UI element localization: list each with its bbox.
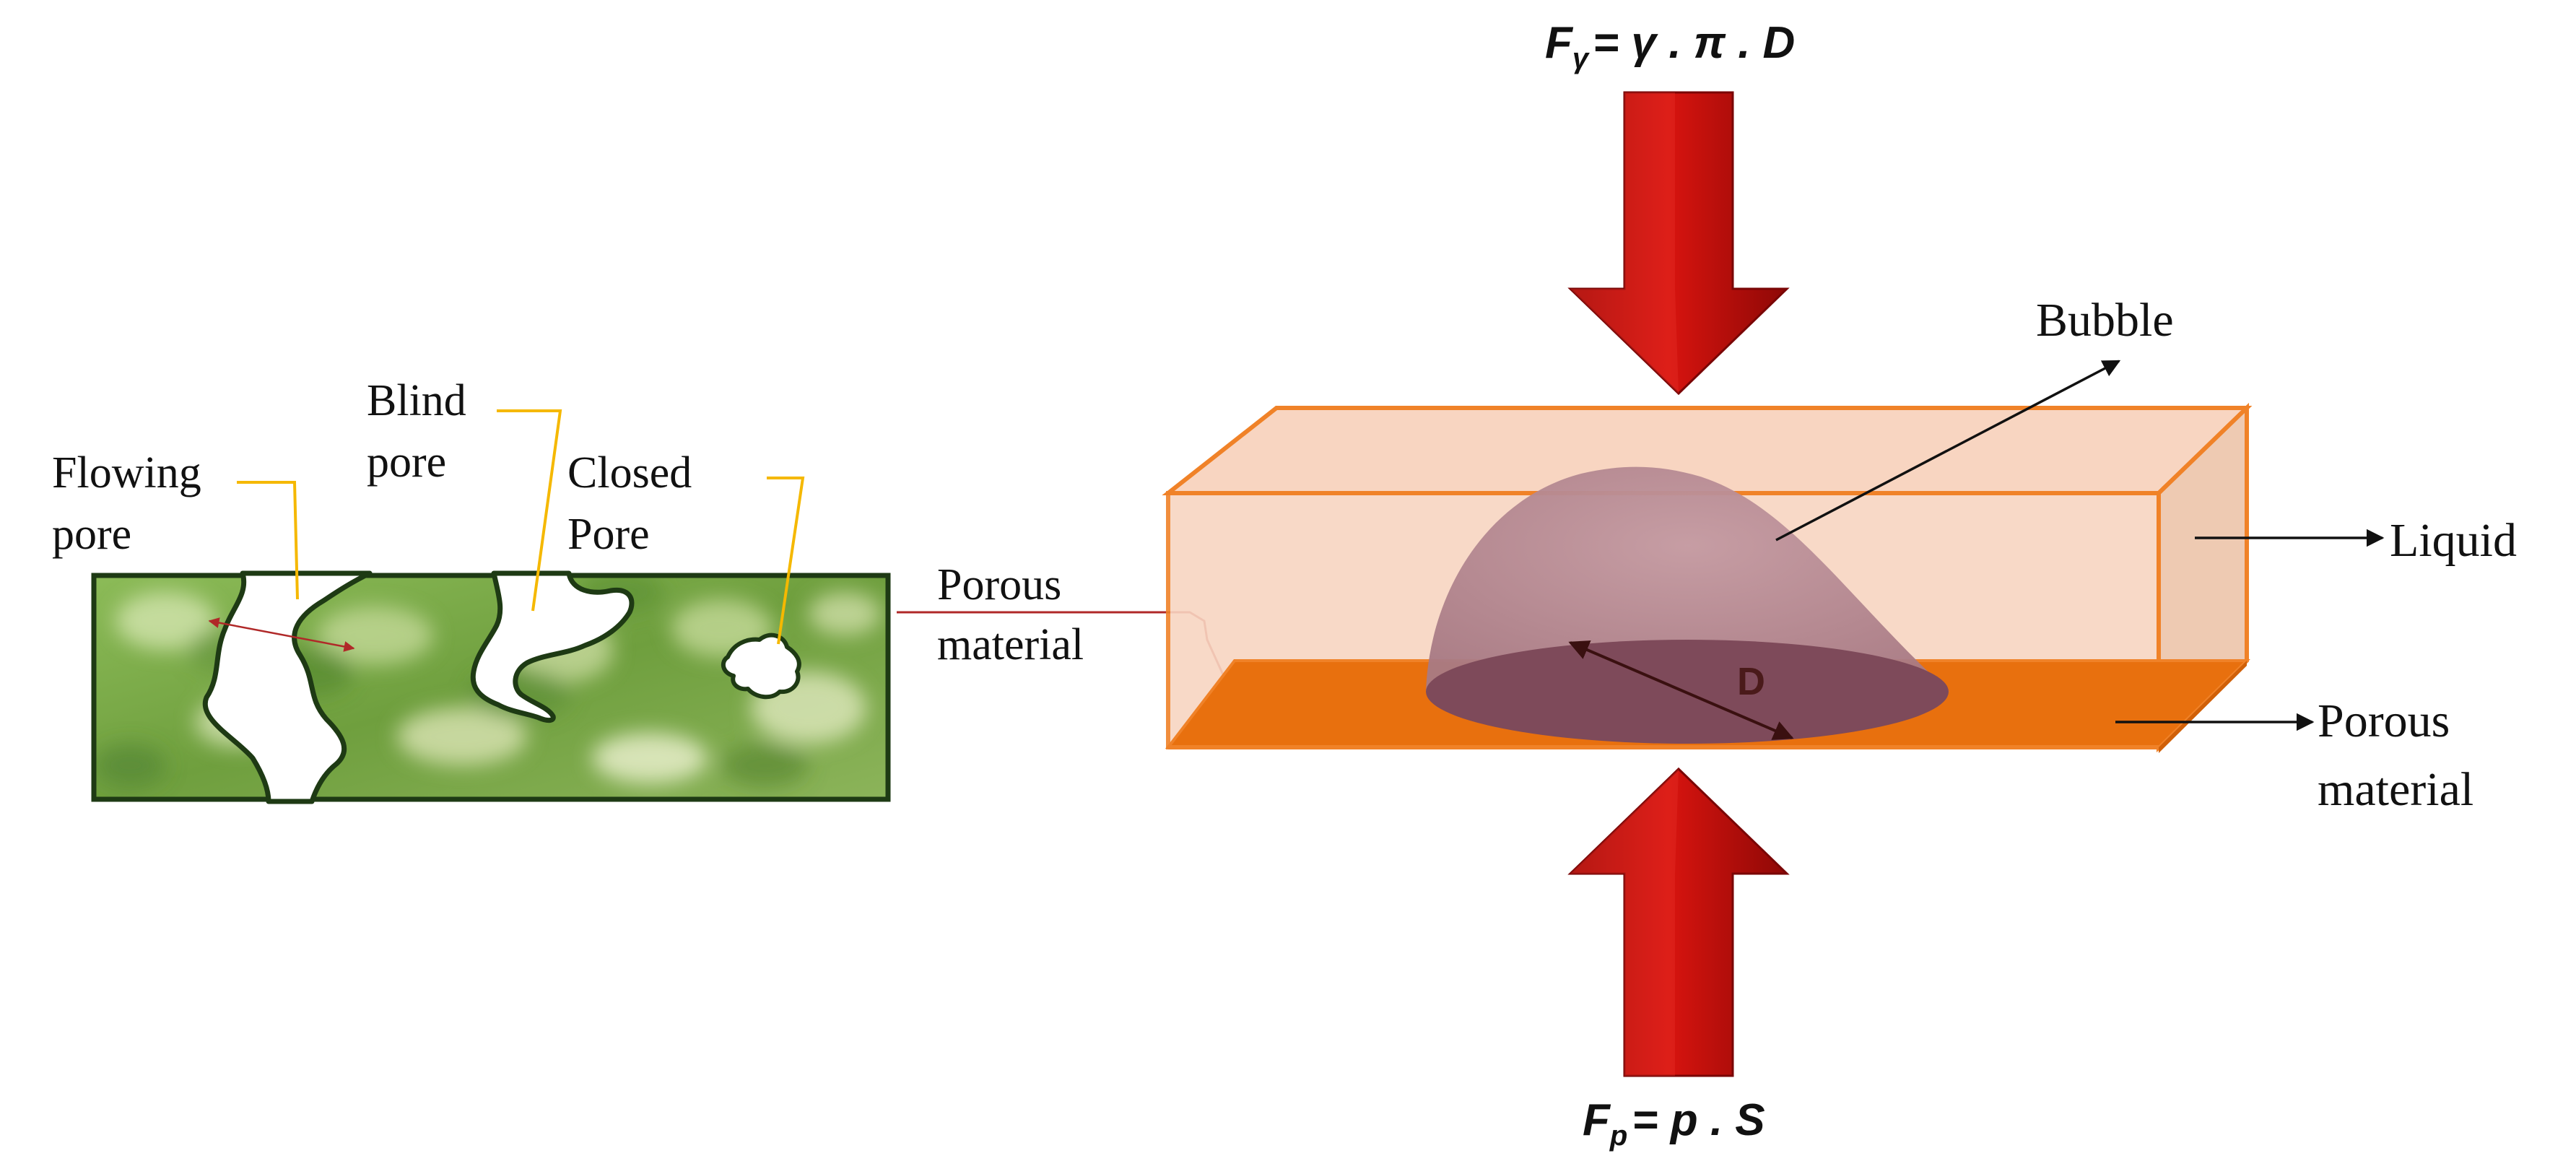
pore-throat-diameter <box>208 617 355 652</box>
bubble-dome <box>1426 466 1949 692</box>
liquid-label: Liquid <box>2390 514 2517 567</box>
pressure-force-arrow <box>1567 767 1790 1077</box>
porous-material-label-right: Porous material <box>2318 695 2473 816</box>
flowing-pore-leader <box>237 481 299 600</box>
bubble: D <box>1426 466 1949 744</box>
bubble-leader-arrow <box>1775 360 2121 542</box>
flowing-pore-label: Flowing pore <box>52 448 212 559</box>
porous-material-sample <box>91 570 891 804</box>
surface-tension-force-arrow <box>1567 91 1790 396</box>
leader-lines <box>237 409 805 645</box>
closed-pore <box>721 632 801 700</box>
blind-pore-leader <box>497 409 562 612</box>
surface-tension-force-equation: Fγ= γ . π . D <box>1545 18 1795 74</box>
bubble-diameter-arrow <box>1568 640 1794 740</box>
porous-material-label-left: Porous material <box>937 560 1084 669</box>
blind-pore-label: Blind pore <box>367 376 477 487</box>
pressure-force-equation: Fp= p . S <box>1583 1095 1765 1152</box>
diameter-label: D <box>1737 660 1765 703</box>
blind-pore <box>470 570 635 723</box>
bubble-label: Bubble <box>2036 294 2174 347</box>
closed-pore-label: Closed Pore <box>567 448 703 559</box>
sample-outline <box>91 573 891 802</box>
closed-pore-leader <box>767 477 805 645</box>
porous-layer-side <box>2159 661 2247 753</box>
